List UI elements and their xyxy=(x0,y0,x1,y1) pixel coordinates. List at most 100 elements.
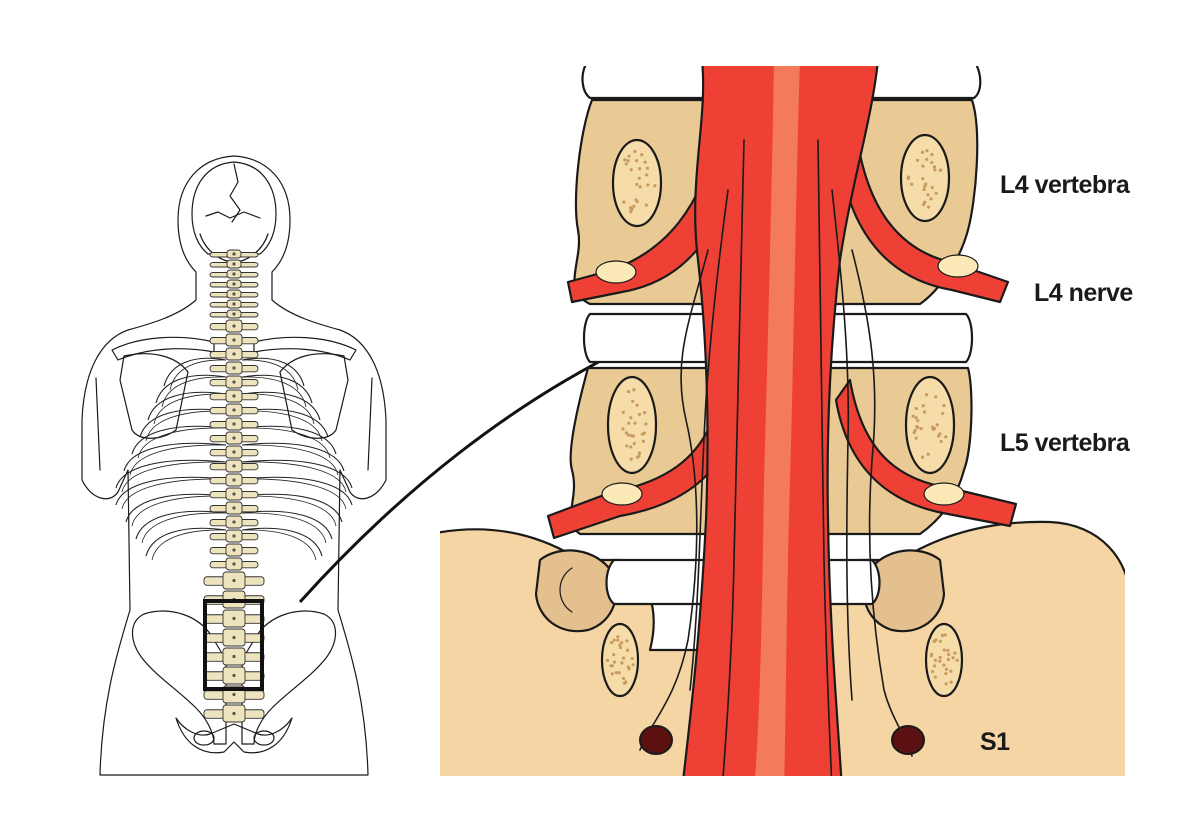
marrow-dot xyxy=(634,198,638,202)
marrow-dot xyxy=(644,203,648,207)
left-arm-line xyxy=(95,377,101,471)
marrow-dot xyxy=(626,159,630,163)
marrow-dot xyxy=(633,421,637,425)
spinous-process xyxy=(232,252,236,256)
label-l5-vertebra: L5 vertebra xyxy=(1000,429,1131,457)
pedicle-outline xyxy=(606,375,658,475)
marrow-dot xyxy=(629,445,633,449)
marrow-dot xyxy=(626,433,630,437)
marrow-dot xyxy=(910,182,914,186)
marrow-dot xyxy=(923,184,927,189)
rib-right xyxy=(241,425,337,455)
cauda-line-2 xyxy=(817,139,833,776)
marrow-dot xyxy=(635,182,639,186)
rib-left xyxy=(131,425,227,455)
marrow-dot xyxy=(930,152,934,157)
marrow-dot xyxy=(921,404,925,408)
marrow-dot xyxy=(949,669,953,673)
marrow-dot xyxy=(938,432,942,436)
s1-right-pedicle xyxy=(924,622,964,698)
marrow-dot xyxy=(632,442,636,446)
marrow-dot xyxy=(911,414,915,418)
right-scapula xyxy=(279,353,349,439)
rib-right-inner xyxy=(241,444,339,476)
marrow-dot xyxy=(944,667,949,671)
marrow-dot xyxy=(637,167,642,171)
marrow-dot xyxy=(612,638,616,642)
marrow-dot xyxy=(621,410,625,415)
l4-left-pedicle xyxy=(611,138,663,228)
l4-right-pedicle xyxy=(899,133,951,223)
rib-right-inner xyxy=(241,495,337,527)
marrow-dot xyxy=(610,672,614,676)
l5-right-pedicle xyxy=(904,375,956,475)
marrow-dot xyxy=(630,207,634,211)
marrow-dot xyxy=(932,664,937,668)
rib-left xyxy=(125,493,227,523)
spinous-process xyxy=(232,338,236,342)
marrow-dot xyxy=(929,654,933,658)
rib-left xyxy=(147,391,227,421)
rib-left-inner xyxy=(169,359,227,391)
vertebra xyxy=(203,571,265,590)
rib-left-inner xyxy=(141,512,227,544)
marrow-dot xyxy=(943,633,947,637)
marrow-dot xyxy=(933,168,937,172)
body-overview xyxy=(81,155,387,776)
marrow-dot xyxy=(939,168,943,172)
spinous-process xyxy=(232,352,236,356)
marrow-dot xyxy=(913,428,917,433)
marrow-dot xyxy=(944,672,948,676)
marrow-dot xyxy=(631,434,635,438)
marrow-dot xyxy=(624,431,628,435)
marrow-dot xyxy=(938,639,942,643)
rib-cage xyxy=(115,357,353,561)
rib-left xyxy=(163,357,227,387)
rib-left xyxy=(115,459,227,489)
rib-left-inner xyxy=(131,495,227,527)
spinous-process xyxy=(232,635,236,640)
marrow-dot xyxy=(924,393,929,397)
vertebra xyxy=(209,515,259,529)
spinous-process xyxy=(232,578,236,583)
vertebra xyxy=(209,403,259,417)
s1-right-foramen xyxy=(891,725,925,755)
marrow-dot xyxy=(914,406,918,411)
marrow-dot xyxy=(920,150,925,155)
marrow-dot xyxy=(944,435,948,439)
spinous-process xyxy=(232,692,236,697)
marrow-dot xyxy=(627,421,631,425)
marrow-dot xyxy=(623,158,627,162)
vertebra xyxy=(209,333,259,347)
marrow-dot xyxy=(942,403,946,408)
marrow-dot xyxy=(620,641,624,645)
marrow-dot xyxy=(915,158,920,162)
rib-right xyxy=(241,357,305,387)
vertebra xyxy=(209,389,259,403)
rib-right-inner xyxy=(241,529,317,561)
marrow-dot xyxy=(953,651,957,655)
left-ala-curve xyxy=(559,567,573,613)
vertebra xyxy=(209,249,259,259)
marrow-dot xyxy=(926,452,930,456)
vertebra xyxy=(209,543,259,557)
marrow-dot xyxy=(642,431,646,435)
skull-suture xyxy=(229,163,241,223)
marrow-dot xyxy=(922,187,926,192)
marrow-dot xyxy=(621,427,625,431)
marrow-dot xyxy=(932,639,936,643)
marrow-dot xyxy=(938,659,942,663)
spinous-process xyxy=(232,492,236,496)
spinous-process xyxy=(232,408,236,412)
marrow-dot xyxy=(646,183,650,187)
vertebra xyxy=(209,557,259,571)
marrow-dot xyxy=(914,416,918,420)
rib-left xyxy=(155,374,227,404)
rib-right-inner xyxy=(241,376,307,408)
vertebra xyxy=(203,704,265,723)
vertebra xyxy=(209,319,259,333)
marrow-dot xyxy=(916,425,920,430)
left-scapula xyxy=(119,353,189,439)
spinous-process xyxy=(232,262,236,266)
marrow-dot xyxy=(932,427,937,431)
